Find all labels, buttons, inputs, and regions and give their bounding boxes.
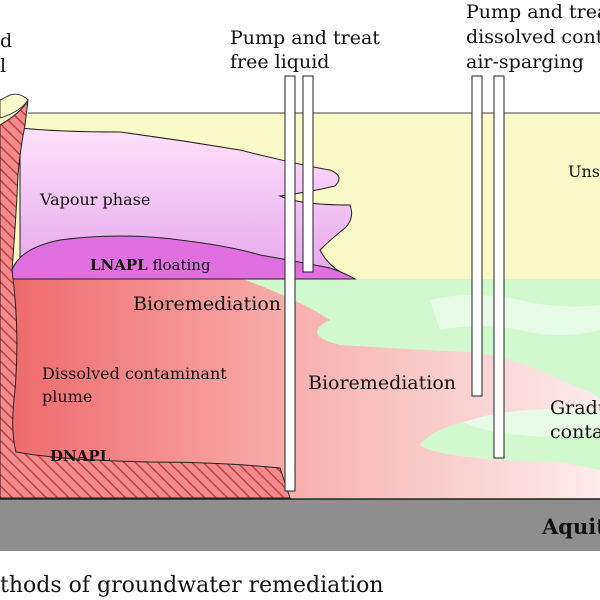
aquitard-label: Aquit	[541, 514, 600, 539]
top-left-label-2: l	[0, 55, 6, 77]
well-dissolved-left	[471, 75, 483, 397]
lnapl-floating	[11, 235, 357, 280]
hatched-source	[0, 99, 291, 499]
lnapl-label: LNAPL floating	[90, 256, 211, 274]
gradu-label-1: Gradu	[550, 397, 600, 419]
bioremediation-label-2: Bioremediation	[308, 372, 456, 394]
well-free-liquid-right	[302, 75, 314, 273]
spill-puddle	[0, 93, 29, 119]
vapour-phase-label: Vapour phase	[39, 190, 150, 209]
pump-free-label-1: Pump and treat	[230, 27, 380, 49]
dissolved-plume-label-1: Dissolved contaminant	[42, 364, 227, 383]
unsaturated-label: Uns	[568, 162, 600, 181]
well-dissolved-right	[493, 75, 505, 459]
gradu-label-2: conta	[550, 421, 600, 443]
pump-dissolved-label-3: air-sparging	[466, 51, 584, 73]
dissolved-plume-label-2: plume	[42, 387, 92, 406]
caption: thods of groundwater remediation	[0, 573, 384, 598]
top-left-label-1: d	[0, 30, 12, 52]
bioremediation-label-1: Bioremediation	[133, 293, 281, 315]
saturated-white-patches	[430, 295, 600, 437]
dnapl-label: DNAPL	[50, 447, 111, 465]
well-free-liquid-left	[284, 75, 296, 492]
pump-dissolved-label-1: Pump and treat	[466, 1, 600, 23]
lnapl-bold: LNAPL	[90, 256, 148, 274]
pump-dissolved-label-2: dissolved conta	[466, 26, 600, 48]
dissolved-plume	[10, 272, 600, 498]
pump-free-label-2: free liquid	[230, 51, 329, 73]
aquitard-layer	[0, 499, 600, 551]
lnapl-rest: floating	[148, 256, 211, 274]
